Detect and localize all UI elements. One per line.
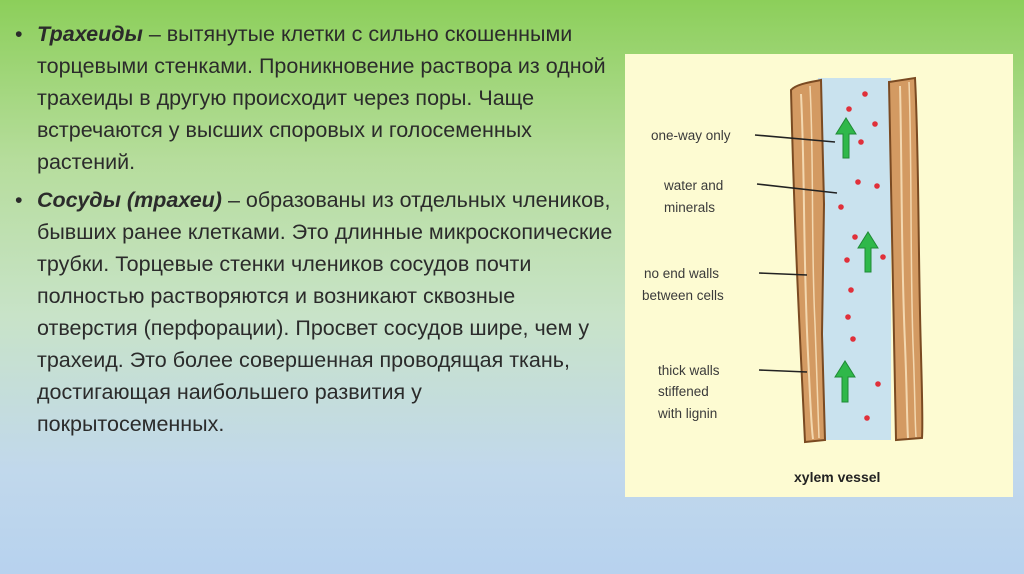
mineral-particle xyxy=(874,183,880,189)
mineral-particle xyxy=(880,254,886,260)
label-thick-walls: thick walls xyxy=(658,363,720,378)
flow-up-arrow-icon xyxy=(835,117,857,159)
flow-up-arrow-icon xyxy=(834,360,856,403)
mineral-particle xyxy=(864,415,870,421)
bullet-marker: • xyxy=(15,22,23,46)
label-one-way-only: one-way only xyxy=(651,128,731,143)
flow-arrows xyxy=(834,117,879,403)
mineral-particle xyxy=(852,234,858,240)
label-stiffened: stiffened xyxy=(658,384,709,399)
mineral-particle xyxy=(872,121,878,127)
label-between-cells: between cells xyxy=(642,288,724,303)
mineral-particle xyxy=(855,179,861,185)
xylem-vessel-diagram: one-way only water and minerals no end w… xyxy=(642,76,924,485)
leader-water xyxy=(756,183,838,194)
mineral-particle xyxy=(850,336,856,342)
vessel-lumen xyxy=(818,78,891,440)
mineral-particle xyxy=(846,106,852,112)
leader-thick-walls xyxy=(758,369,808,373)
mineral-particle xyxy=(838,204,844,210)
text-block: • Трахеиды – вытянутые клетки с сильно с… xyxy=(14,18,614,446)
bullet-tracheids: • Трахеиды – вытянутые клетки с сильно с… xyxy=(14,18,614,178)
label-with-lignin: with lignin xyxy=(657,406,717,421)
flow-up-arrow-icon xyxy=(857,231,879,273)
left-wall-grain xyxy=(809,85,820,439)
tracheids-description: – вытянутые клетки с сильно скошенными т… xyxy=(37,22,606,174)
term-tracheids: Трахеиды xyxy=(37,22,143,46)
figure-caption: xylem vessel xyxy=(794,469,880,485)
water-mineral-particles xyxy=(838,91,886,421)
label-water-and: water and xyxy=(663,178,723,193)
bullet-vessels: • Сосуды (трахеи) – образованы из отдель… xyxy=(14,184,614,440)
label-minerals: minerals xyxy=(664,200,715,215)
mineral-particle xyxy=(875,381,881,387)
right-wall-grain xyxy=(908,81,917,438)
term-vessels: Сосуды (трахеи) xyxy=(37,188,222,212)
mineral-particle xyxy=(844,257,850,263)
leader-lines xyxy=(754,134,838,373)
mineral-particle xyxy=(848,287,854,293)
xylem-vessel-figure: one-way only water and minerals no end w… xyxy=(625,54,1013,497)
left-vessel-wall xyxy=(789,78,827,444)
right-vessel-wall xyxy=(887,76,924,442)
leader-one-way xyxy=(754,134,836,143)
right-wall-grain xyxy=(899,85,909,439)
left-wall-grain xyxy=(800,93,814,440)
mineral-particle xyxy=(862,91,868,97)
leader-no-end-walls xyxy=(758,272,808,276)
label-no-end-walls: no end walls xyxy=(644,266,719,281)
bullet-marker: • xyxy=(15,188,23,212)
mineral-particle xyxy=(858,139,864,145)
mineral-particle xyxy=(845,314,851,320)
vessels-description: – образованы из отдельных члеников, бывш… xyxy=(37,188,613,436)
